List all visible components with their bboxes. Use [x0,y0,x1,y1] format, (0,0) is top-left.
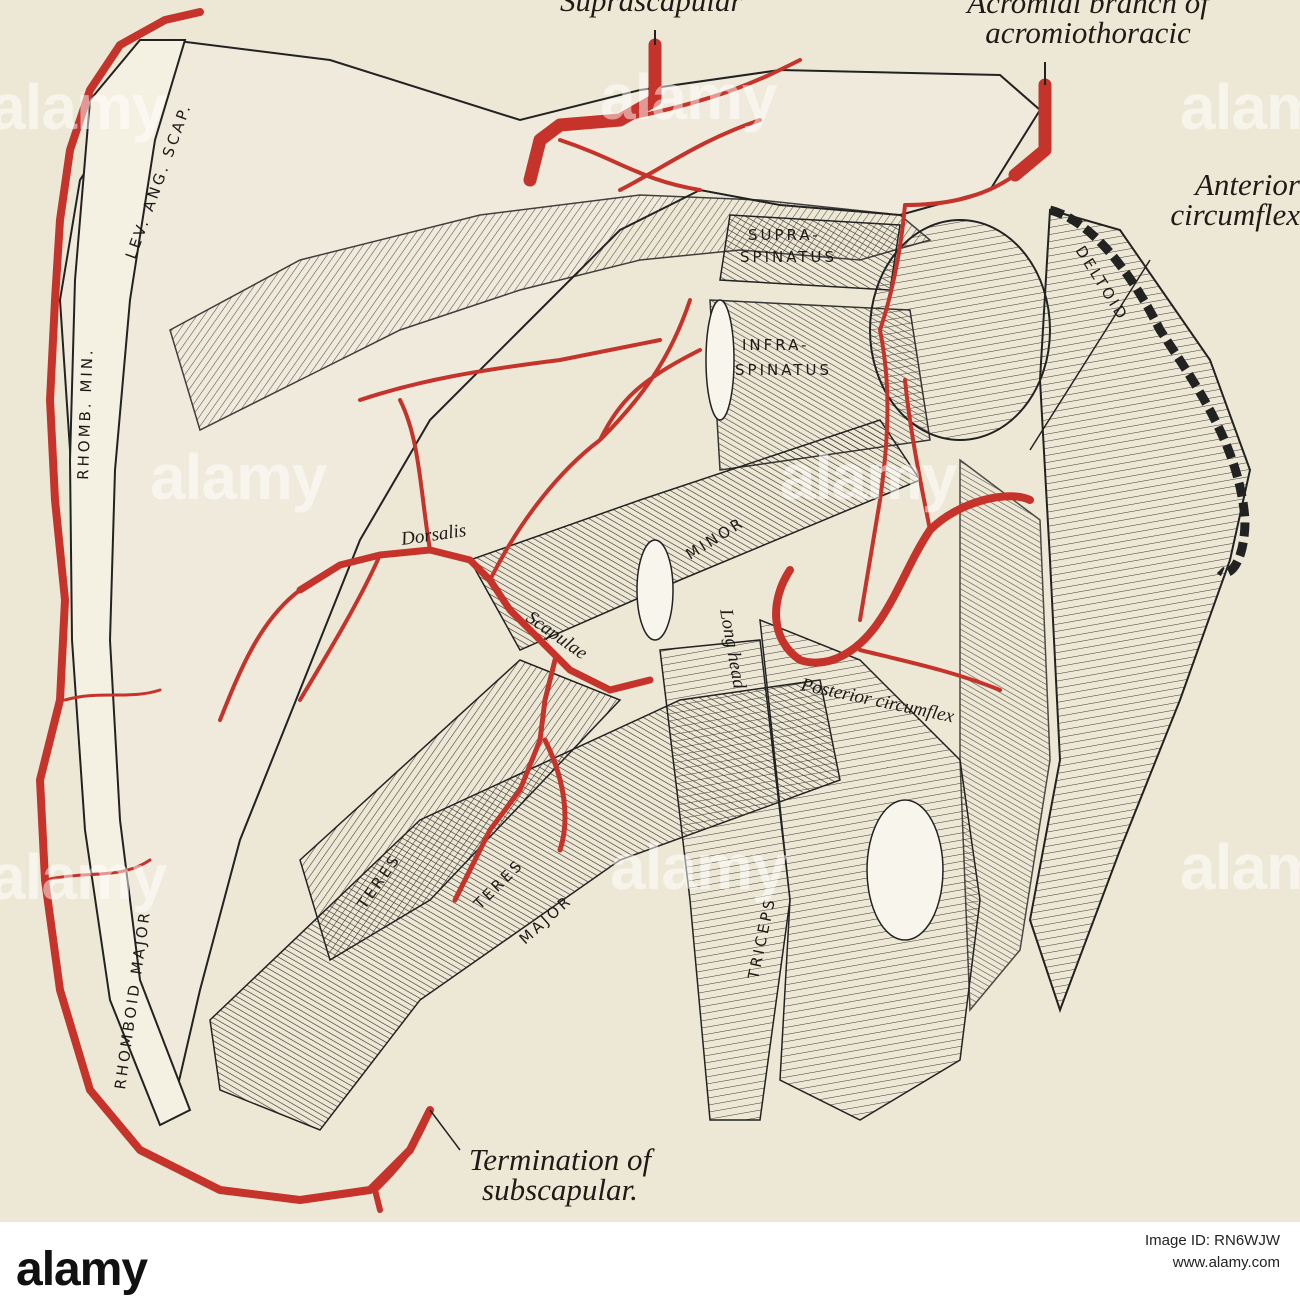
acromial-callout-line1: Acromial branch of [967,0,1209,20]
anatomical-illustration: LEV. ANG. SCAP. RHOMB. MIN. RHOMBOID MAJ… [0,0,1300,1222]
anterior-circumflex-leader [1029,259,1151,451]
watermark: alamy [150,441,327,513]
watermark: alamy [610,831,787,903]
footer-logo: alamy [16,1242,148,1297]
humerus-shaft [959,458,1051,1012]
posterior-circumflex-branches [858,378,1002,692]
termination-callout-line1: Termination of [468,1142,652,1177]
footer-bar: alamy Image ID: RN6WJW www.alamy.com [0,1222,1300,1313]
suprascapular-callout: Suprascapular [560,0,743,18]
supraspinatus-label-1: SUPRA- [748,226,821,244]
watermark: alamy [1180,831,1300,903]
footer-logo-text: alamy [16,1243,148,1296]
dorsal-scapular-artery [36,8,434,1204]
infraspinatus-label-2: SPINATUS [735,361,832,379]
dorsalis-label: Dorsalis [399,520,468,550]
anterior-circumflex-callout: Anterior circumflex [1100,167,1300,232]
vertebral-border-muscles [68,39,192,1127]
tendon-cut-1 [705,299,735,421]
infraspinous-branches [218,298,702,722]
acromial-callout: Acromial branch of acromiothoracic [918,0,1258,48]
rhomb-min-label: RHOMB. MIN. [74,347,97,480]
watermark: alamy [600,61,777,133]
long-head-triceps [659,639,791,1121]
termination-callout: Termination of subscapular. [440,1142,680,1207]
posterior-circumflex-artery [772,492,1034,667]
scapula-arteries-drawing: LEV. ANG. SCAP. RHOMB. MIN. RHOMBOID MAJ… [36,8,1252,1213]
watermark: alamy [0,841,167,913]
acromial-artery [1008,78,1052,182]
acromial-callout-line2: acromiothoracic [985,15,1191,50]
anterior-callout-line2: circumflex [1170,197,1300,232]
termination-leader [429,1109,461,1151]
tendon-cut-3 [866,799,944,941]
watermark: alamy [1180,71,1300,143]
watermark: alamy [0,71,167,143]
anterior-callout-line1: Anterior [1194,167,1300,202]
lower-border-branches [43,688,162,882]
termination-callout-line2: subscapular. [482,1172,638,1207]
infraspinatus-label-1: INFRA- [742,336,809,354]
tendon-cut-2 [636,539,674,641]
suprascapular-artery [523,38,662,187]
footer-image-info: Image ID: RN6WJW www.alamy.com [1145,1230,1280,1274]
spinal-branches [558,58,1017,622]
footer-url: www.alamy.com [1172,1254,1280,1271]
deltoid-cut-edge [1048,205,1250,577]
image-id-label: Image ID: RN6WJW [1144,1232,1280,1249]
teres-branches [452,657,568,903]
watermark: alamy [780,441,957,513]
supraspinatus-label-2: SPINATUS [740,248,837,266]
subscapular-termination [372,1107,433,1213]
deltoid-muscle [1028,208,1252,1013]
arteries [36,8,1052,1213]
